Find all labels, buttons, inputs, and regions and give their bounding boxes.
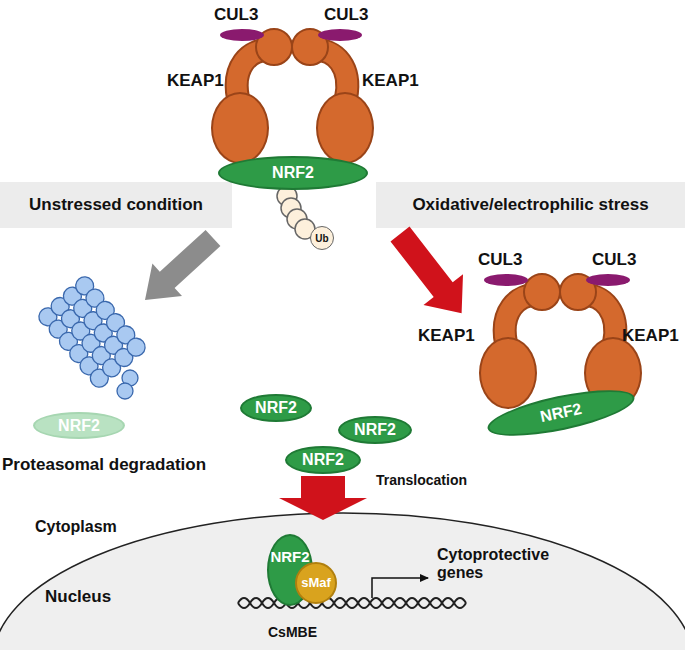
annotation-label: Cytoplasm xyxy=(35,518,117,536)
node-text: NRF2 xyxy=(302,451,344,469)
cul3-ellipse: CUL3 xyxy=(586,274,630,286)
smaf-circle: sMaf xyxy=(295,562,337,604)
ubiquitin-bead: Ub xyxy=(310,226,334,250)
keap1-lobe: KEAP1 xyxy=(211,92,269,164)
node-text: NRF2 xyxy=(272,164,314,182)
nrf2-ellipse: NRF2 xyxy=(218,156,368,190)
node-text: NRF2 xyxy=(270,549,309,566)
condition-band: Unstressed condition xyxy=(0,182,232,228)
node-text: Nucleus xyxy=(45,588,111,607)
annotation-label: Cytoprotective genes xyxy=(437,546,567,583)
node-text: CUL3 xyxy=(214,6,258,25)
cul3-ellipse: CUL3 xyxy=(484,274,528,286)
keap1-lobe: KEAP1 xyxy=(479,337,537,409)
keap1-head xyxy=(524,274,560,310)
node-text: NRF2 xyxy=(255,399,297,417)
node-text: Ub xyxy=(315,233,328,244)
ubiquitin-chain xyxy=(277,186,315,239)
degraded-nrf2: NRF2 xyxy=(33,412,125,439)
node-text: Unstressed condition xyxy=(29,196,203,215)
nrf2-ellipse: NRF2 xyxy=(285,446,361,474)
annotation-label: CsMBE xyxy=(268,624,317,640)
node-text: KEAP1 xyxy=(167,72,224,91)
proteasome xyxy=(35,273,149,399)
nrf2-ellipse: NRF2 xyxy=(338,416,412,444)
node-text: NRF2 xyxy=(58,417,100,435)
node-text: KEAP1 xyxy=(418,327,475,346)
node-text: KEAP1 xyxy=(362,72,419,91)
annotation-label: Proteasomal degradation xyxy=(2,455,206,475)
nrf2-ellipse: NRF2 xyxy=(240,394,312,422)
node-text: NRF2 xyxy=(539,400,584,426)
condition-band: Oxidative/electrophilic stress xyxy=(376,182,685,228)
node-text: Oxidative/electrophilic stress xyxy=(412,196,648,215)
block-arrow xyxy=(391,227,464,314)
keap1-lobe: KEAP1 xyxy=(316,92,374,164)
edge-label: Translocation xyxy=(376,472,467,488)
degradation-arrow xyxy=(145,230,220,300)
node-text: CUL3 xyxy=(592,251,636,270)
proteasome-subunit xyxy=(117,383,133,399)
cul3-ellipse: CUL3 xyxy=(220,29,264,41)
cul3-ellipse: CUL3 xyxy=(318,29,362,41)
node-text: CUL3 xyxy=(478,251,522,270)
node-text: NRF2 xyxy=(354,421,396,439)
nucleus-membrane xyxy=(0,513,685,650)
proteasome-subunit xyxy=(123,335,148,360)
node-text: CUL3 xyxy=(324,6,368,25)
node-text: KEAP1 xyxy=(622,327,679,346)
node-text: sMaf xyxy=(301,576,331,590)
